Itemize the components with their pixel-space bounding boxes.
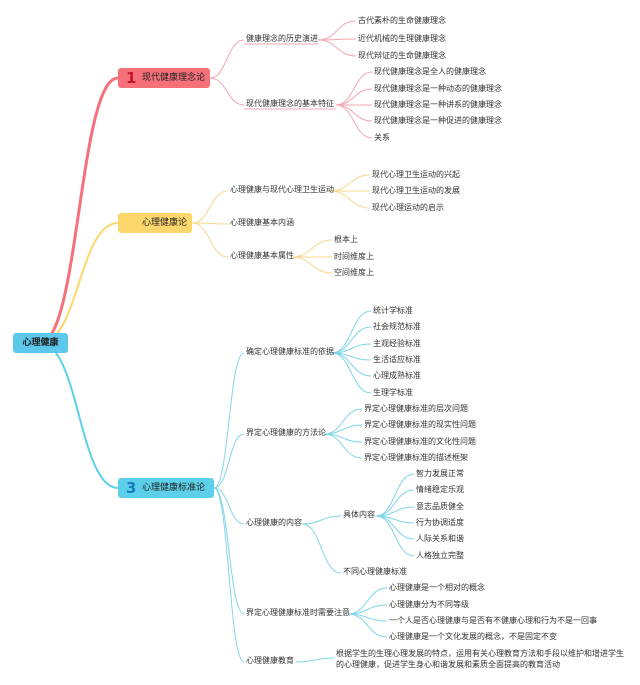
- topic-node[interactable]: 界定心理健康的方法论: [246, 428, 326, 437]
- leaf-node[interactable]: 生活适应标准: [373, 355, 421, 364]
- connector: [291, 256, 333, 274]
- connector: [213, 487, 245, 525]
- leaf-node[interactable]: 统计学标准: [373, 306, 413, 315]
- connector: [209, 39, 245, 79]
- root-node[interactable]: 心理健康: [13, 333, 68, 353]
- connector: [191, 222, 229, 225]
- subtopic-node[interactable]: 不同心理健康标准: [343, 567, 407, 576]
- connector: [329, 190, 371, 209]
- leaf-node[interactable]: 情绪稳定乐观: [416, 485, 464, 494]
- connector: [375, 489, 415, 517]
- topic-node[interactable]: 心理健康的内容: [246, 518, 302, 527]
- connector: [335, 71, 373, 106]
- connector: [213, 487, 245, 663]
- leaf-node[interactable]: 意志品质健全: [416, 502, 464, 511]
- leaf-node[interactable]: 人际关系和谐: [416, 534, 464, 543]
- topic-node[interactable]: 确定心理健康标准的依据: [246, 347, 334, 356]
- leaf-node[interactable]: 界定心理健康标准的层次问题: [364, 404, 468, 413]
- leaf-node[interactable]: 心理健康是一个文化发展的概念，不是固定不变: [389, 632, 557, 641]
- leaf-node[interactable]: 心理成熟标准: [373, 371, 421, 380]
- branch-label: 心理健康论: [142, 218, 188, 228]
- leaf-node[interactable]: 现代心理运动的启示: [372, 203, 444, 212]
- leaf-node[interactable]: 时间维度上: [334, 252, 374, 261]
- connector: [301, 515, 342, 525]
- connector: [317, 20, 357, 41]
- leaf-node[interactable]: 现代健康理念是一种动态的健康理念: [374, 84, 502, 93]
- leaf-node[interactable]: 社会规范标准: [373, 322, 421, 331]
- connector: [335, 104, 373, 139]
- leaf-node[interactable]: 人格独立完整: [416, 551, 464, 560]
- leaf-node[interactable]: 生理学标准: [373, 388, 413, 397]
- topic-node[interactable]: 心理健康与现代心理卫生运动: [230, 185, 334, 194]
- connector: [191, 190, 229, 224]
- subtopic-node[interactable]: 具体内容: [343, 510, 375, 519]
- leaf-node[interactable]: 界定心理健康标准的描述框架: [364, 453, 468, 462]
- connector: [291, 239, 333, 258]
- leaf-node[interactable]: 智力发展正常: [416, 469, 464, 478]
- connector: [335, 88, 373, 106]
- connector: [295, 657, 335, 663]
- topic-node[interactable]: 健康理念的历史演进: [246, 34, 318, 43]
- leaf-node[interactable]: 现代辩证的生命健康理念: [358, 51, 446, 60]
- connector: [323, 433, 363, 459]
- connector: [213, 487, 245, 615]
- branch-modern-health[interactable]: 1 现代健康理念论: [118, 68, 210, 88]
- topic-node[interactable]: 现代健康理念的基本特征: [246, 99, 334, 108]
- connector: [375, 473, 415, 517]
- topic-node[interactable]: 界定心理健康标准时需要注意: [246, 608, 350, 617]
- root-branch-line: [39, 342, 119, 489]
- leaf-node[interactable]: 空间维度上: [334, 268, 374, 277]
- leaf-node[interactable]: 根据学生的生理心理发展的特点，运用有关心理教育方法和手段以维护和增进学生的心理健…: [336, 649, 624, 669]
- root-branch-line: [39, 222, 119, 344]
- connector: [331, 352, 372, 394]
- topic-node[interactable]: 心理健康教育: [246, 656, 294, 665]
- connector: [329, 174, 371, 192]
- leaf-node[interactable]: 心理健康分为不同等级: [389, 600, 469, 609]
- leaf-node[interactable]: 界定心理健康标准的文化性问题: [364, 437, 476, 446]
- leaf-node[interactable]: 主观经验标准: [373, 339, 421, 348]
- connector: [209, 77, 245, 106]
- leaf-node[interactable]: 现代健康理念是一种促进的健康理念: [374, 116, 502, 125]
- branch-label: 现代健康理念论: [142, 73, 206, 83]
- leaf-node[interactable]: 现代心理卫生运动的兴起: [372, 170, 460, 179]
- connector: [191, 222, 229, 258]
- leaf-node[interactable]: 现代健康理念是一种讲系的健康理念: [374, 100, 502, 109]
- topic-node[interactable]: 心理健康基本属性: [230, 251, 294, 260]
- connector: [347, 587, 388, 615]
- leaf-node[interactable]: 根本上: [334, 235, 358, 244]
- root-branch-line: [39, 76, 119, 345]
- branch-number: 1: [126, 69, 137, 87]
- leaf-node[interactable]: 关系: [374, 133, 390, 142]
- connector: [335, 104, 373, 122]
- branch-health-standards[interactable]: 3 心理健康标准论: [118, 478, 214, 498]
- topic-node[interactable]: 心理健康基本内涵: [230, 218, 294, 227]
- leaf-node[interactable]: 现代健康理念是全人的健康理念: [374, 67, 486, 76]
- connector: [347, 613, 388, 638]
- connector: [375, 515, 415, 557]
- leaf-node[interactable]: 古代素朴的生命健康理念: [358, 16, 446, 25]
- branch-mental-health[interactable]: 心理健康论: [118, 213, 192, 233]
- leaf-node[interactable]: 行为协调适度: [416, 518, 464, 527]
- connector: [331, 310, 372, 354]
- connector: [213, 352, 245, 489]
- leaf-node[interactable]: 心理健康是一个相对的概念: [389, 583, 485, 592]
- connector: [317, 39, 357, 57]
- leaf-node[interactable]: 一个人是否心理健康与是否有不健康心理和行为不是一回事: [389, 616, 597, 625]
- connector: [213, 433, 245, 489]
- connector: [323, 408, 363, 435]
- connector: [301, 523, 342, 574]
- leaf-node[interactable]: 近代机械的生理健康理念: [358, 34, 446, 43]
- branch-number: 3: [126, 479, 137, 497]
- branch-label: 心理健康标准论: [142, 483, 206, 493]
- leaf-node[interactable]: 界定心理健康标准的现实性问题: [364, 420, 476, 429]
- leaf-node[interactable]: 现代心理卫生运动的发展: [372, 186, 460, 195]
